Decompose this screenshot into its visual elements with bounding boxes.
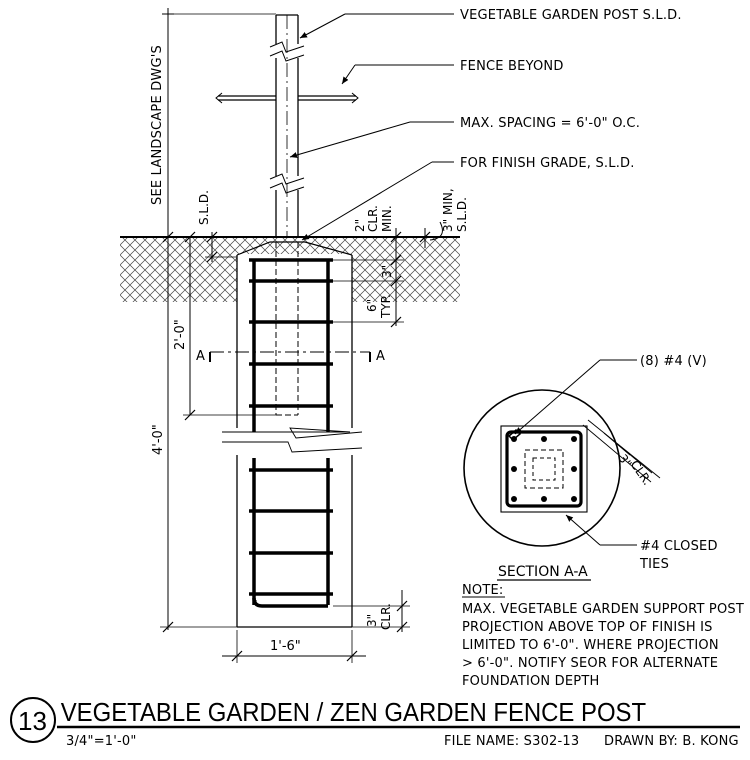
fence-beyond [215,92,359,104]
dim-2ft-label: 2'-0" [173,319,188,350]
section-title: SECTION A-A [498,564,588,580]
note-line-1: MAX. VEGETABLE GARDEN SUPPORT POST [462,602,744,617]
section-clr: CLR. [628,458,655,488]
cut-label-right: A [376,349,385,364]
dim-3in: 3" [380,265,394,278]
drawn-by: DRAWN BY: B. KONG [604,734,739,749]
spacing-callout: MAX. SPACING = 6'-0" O.C. [460,116,640,131]
clr-bottom-word: CLR. [379,603,393,630]
dim-6in: 6" [365,299,379,312]
title-block: 13 VEGETABLE GARDEN / ZEN GARDEN FENCE P… [10,697,740,749]
callouts: VEGETABLE GARDEN POST S.L.D. FENCE BEYON… [289,8,682,241]
width-dim: 1'-6" [222,630,366,663]
scale-label: 3/4"=1'-0" [66,734,137,749]
cut-label-left: A [196,349,205,364]
min3-line2: S.L.D. [455,197,469,232]
min-word: MIN. [380,205,394,232]
note-line-2: PROJECTION ABOVE TOP OF FINISH IS [462,620,713,635]
post-callout: VEGETABLE GARDEN POST S.L.D. [460,8,682,23]
sld-left-label: S.L.D. [197,190,211,225]
finish-callout: FOR FINISH GRADE, S.L.D. [460,156,635,171]
clr-2in-min-dim: 2" CLR. MIN. 3" 6" TYP. [333,205,404,328]
typ-label: TYP. [379,294,393,319]
note-line-3: LIMITED TO 6'-0". WHERE PROJECTION [462,638,719,653]
min-3in-dim: 3" MIN, S.L.D. [419,188,469,248]
ties-callout-2: TIES [639,557,669,572]
section-cut-line: A A [196,349,385,364]
sld-left-dim: S.L.D. [197,190,237,263]
section-a-a: (8) #4 (V) 3" CLR. #4 CLOSED TIES SECTIO… [463,354,718,581]
dim-4ft: 4'-0" [151,237,237,633]
note-line-5: FOUNDATION DEPTH [462,674,599,689]
min3-line1: 3" MIN, [441,188,455,232]
dim-2ft: 2'-0" [173,231,276,421]
width-label: 1'-6" [270,639,301,654]
detail-number: 13 [18,706,47,736]
clr-3in-bottom: 3" [365,614,379,627]
file-name: FILE NAME: S302-13 [444,734,579,749]
rebar-cage [249,258,333,608]
note-line-4: > 6'-0". NOTIFY SEOR FOR ALTERNATE [462,656,718,671]
landscape-dim: SEE LANDSCAPE DWG'S [150,8,276,243]
clr-3in-bottom-dim: 3" CLR. [333,590,410,633]
post-above-grade [269,14,305,237]
clr-word: CLR. [366,205,380,232]
closed-ties [249,258,333,596]
concrete-footing [222,241,363,628]
note-heading: NOTE: [462,583,504,598]
landscape-note: SEE LANDSCAPE DWG'S [150,45,165,205]
fence-callout: FENCE BEYOND [460,59,564,74]
detail-title: VEGETABLE GARDEN / ZEN GARDEN FENCE POST [61,698,646,727]
general-note: NOTE: MAX. VEGETABLE GARDEN SUPPORT POST… [462,583,744,689]
section-3in: 3" [616,452,635,471]
section-bars [511,436,577,502]
bars-callout: (8) #4 (V) [640,354,707,369]
clr-2in: 2" [353,219,367,232]
soil-hatch [120,238,460,302]
dim-4ft-label: 4'-0" [151,424,166,455]
ties-callout-1: #4 CLOSED [640,539,718,554]
